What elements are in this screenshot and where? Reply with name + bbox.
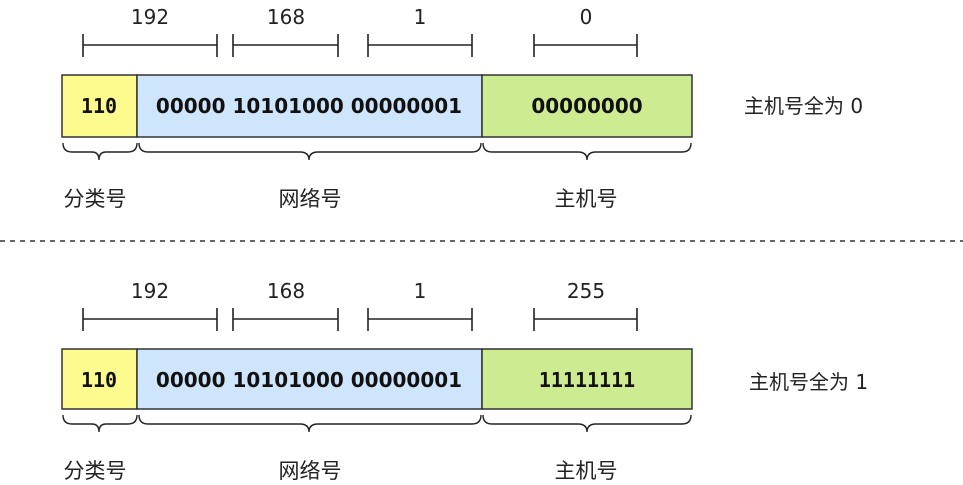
octet-label-4: 255 bbox=[567, 279, 605, 303]
class-label: 分类号 bbox=[64, 187, 127, 211]
octet-range-4 bbox=[533, 308, 638, 331]
host-bits-text: 00000000 bbox=[531, 94, 642, 118]
class-bits-text: 110 bbox=[81, 94, 117, 118]
octet-range-1 bbox=[82, 34, 218, 57]
octet-label-4: 0 bbox=[580, 5, 593, 29]
octet-label-3: 1 bbox=[414, 279, 427, 303]
network-brace bbox=[138, 414, 482, 433]
network-label: 网络号 bbox=[279, 187, 342, 211]
host-brace bbox=[482, 142, 692, 161]
diagram-host-all-zero: 192 168 1 0 110 00000 101010 bbox=[61, 5, 863, 211]
class-bits-text: 110 bbox=[81, 368, 117, 392]
network-label: 网络号 bbox=[279, 459, 342, 483]
octet-label-1: 192 bbox=[131, 5, 169, 29]
network-bits-text: 00000 10101000 00000001 bbox=[156, 368, 462, 392]
octet-label-2: 168 bbox=[267, 279, 305, 303]
octet-range-3 bbox=[367, 308, 473, 331]
network-brace bbox=[138, 142, 482, 161]
network-bits-text: 00000 10101000 00000001 bbox=[156, 94, 462, 118]
host-label: 主机号 bbox=[555, 187, 618, 211]
host-brace bbox=[482, 414, 692, 433]
host-label: 主机号 bbox=[555, 459, 618, 483]
octet-label-1: 192 bbox=[131, 279, 169, 303]
class-bits-box bbox=[61, 348, 138, 410]
diagram-host-all-one: 192 168 1 255 110 00000 10101000 00000 bbox=[61, 279, 868, 483]
octet-label-2: 168 bbox=[267, 5, 305, 29]
octet-range-2 bbox=[232, 34, 339, 57]
host-bits-box bbox=[481, 74, 693, 138]
host-bits-box bbox=[481, 348, 693, 410]
octet-range-3 bbox=[367, 34, 473, 57]
class-label: 分类号 bbox=[64, 459, 127, 483]
host-note: 主机号全为 1 bbox=[749, 370, 868, 394]
class-brace bbox=[62, 142, 138, 161]
octet-label-3: 1 bbox=[414, 5, 427, 29]
octet-range-4 bbox=[533, 34, 638, 57]
octet-range-2 bbox=[232, 308, 339, 331]
octet-range-1 bbox=[82, 308, 218, 331]
host-note: 主机号全为 0 bbox=[744, 94, 863, 118]
host-bits-text: 11111111 bbox=[539, 368, 635, 392]
class-bits-box bbox=[61, 74, 138, 138]
class-brace bbox=[62, 414, 138, 433]
network-bits-box bbox=[136, 74, 483, 138]
